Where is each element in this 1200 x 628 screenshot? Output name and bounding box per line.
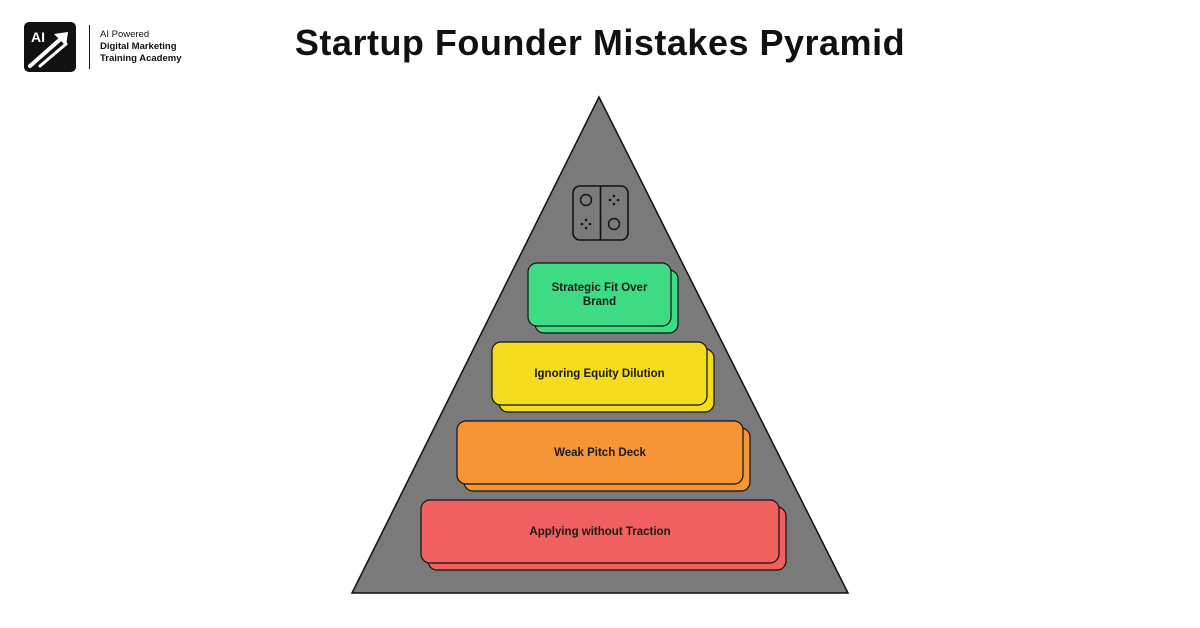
tier-traction	[420, 499, 787, 571]
logo-divider	[89, 25, 90, 69]
logo-mark: AI	[24, 22, 76, 72]
brand-logo: AI AI Powered Digital Marketing Training…	[24, 22, 181, 72]
logo-line-1: AI Powered	[100, 29, 150, 40]
logo-mark-text: AI	[31, 29, 45, 45]
tier-label-traction: Applying without Traction	[529, 525, 671, 538]
tier-strategic-fit	[527, 262, 679, 334]
tier-box	[456, 420, 744, 485]
tier-label-equity-dilution: Ignoring Equity Dilution	[534, 367, 665, 380]
game-controller-icon	[572, 185, 629, 241]
logo-line-2: Digital Marketing	[100, 41, 177, 52]
tier-box	[527, 262, 672, 327]
tier-pitch-deck	[456, 420, 751, 492]
tier-label-strategic-fit: Strategic Fit Over Brand	[551, 281, 648, 308]
tier-box	[420, 499, 780, 564]
page-title: Startup Founder Mistakes Pyramid	[294, 22, 906, 63]
tier-label-pitch-deck: Weak Pitch Deck	[554, 446, 646, 459]
logo-text: AI Powered Digital Marketing Training Ac…	[100, 29, 181, 65]
arrow-up-icon: AI	[28, 29, 68, 68]
logo-line-3: Training Academy	[100, 53, 182, 64]
tier-box	[491, 341, 708, 406]
tier-equity-dilution	[491, 341, 715, 413]
